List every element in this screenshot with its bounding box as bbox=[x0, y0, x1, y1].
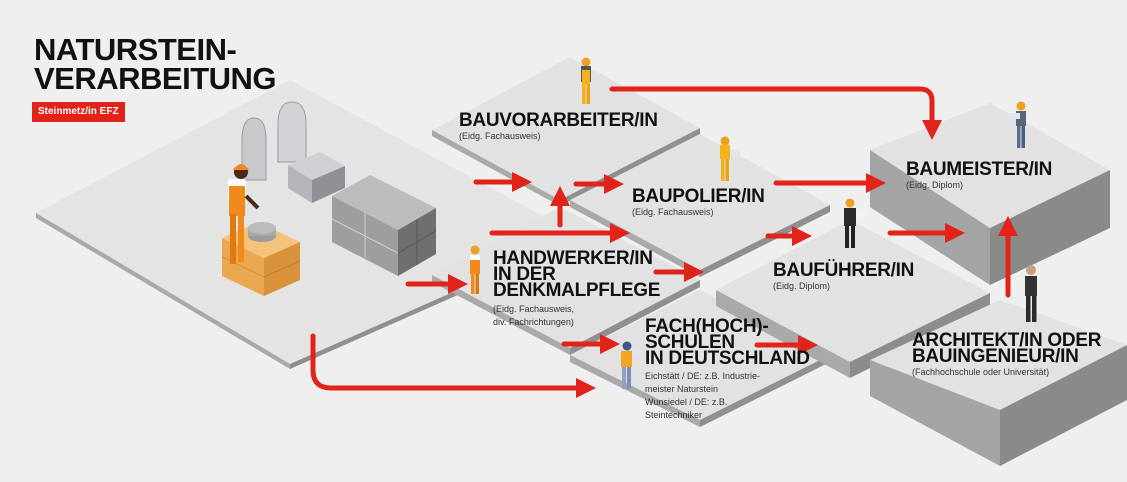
node-baufuehrer: BAUFÜHRER/IN (Eidg. Diplom) bbox=[773, 260, 915, 292]
node-subtitle-line: div. Fachrichtungen) bbox=[493, 317, 574, 327]
node-subtitle: (Eidg. Fachausweis) bbox=[459, 131, 541, 141]
node-subtitle-line: Wunsiedel / DE: z.B. bbox=[645, 397, 728, 407]
arrow-right-icon bbox=[310, 333, 596, 398]
node-title: BAUPOLIER/IN bbox=[632, 186, 765, 207]
title-line-2: VERARBEITUNG bbox=[34, 61, 277, 96]
node-baupolier: BAUPOLIER/IN (Eidg. Fachausweis) bbox=[632, 186, 765, 218]
person-icon-architekt bbox=[1025, 265, 1037, 322]
person-icon-baupolier bbox=[720, 136, 740, 181]
node-subtitle: (Eidg. Fachausweis) bbox=[632, 207, 714, 217]
node-title-line: SCHULEN bbox=[645, 332, 735, 353]
node-title-line: IN DEUTSCHLAND bbox=[645, 348, 810, 369]
node-title-line: FACH(HOCH)- bbox=[645, 316, 769, 337]
platform-baupolier bbox=[570, 134, 830, 277]
title-line-1: NATURSTEIN- bbox=[34, 32, 237, 67]
person-icon-baufuehrer bbox=[844, 198, 866, 248]
node-subtitle-line: Steintechniker bbox=[645, 410, 703, 420]
node-subtitle-line: Eichstätt / DE: z.B. Industrie- bbox=[645, 371, 761, 381]
node-subtitle-line: (Eidg. Fachausweis, bbox=[493, 304, 575, 314]
node-baumeister: BAUMEISTER/IN (Eidg. Diplom) bbox=[906, 159, 1052, 191]
node-subtitle: (Eidg. Diplom) bbox=[906, 180, 964, 190]
node-subtitle: (Fachhochschule oder Universität) bbox=[912, 367, 1050, 377]
node-subtitle-line: meister Naturstein bbox=[645, 384, 719, 394]
node-title-line: BAUINGENIEUR/IN bbox=[912, 346, 1079, 367]
node-title: BAUVORARBEITER/IN bbox=[459, 110, 658, 131]
arrows bbox=[310, 86, 1018, 398]
node-architekt: ARCHITEKT/IN ODER BAUINGENIEUR/IN (Fachh… bbox=[912, 330, 1102, 378]
page-title: NATURSTEIN- VERARBEITUNG bbox=[34, 32, 277, 96]
gravestone-icon bbox=[241, 101, 345, 203]
node-title-line: DENKMALPFLEGE bbox=[493, 280, 661, 301]
platform-architekt bbox=[870, 300, 1127, 466]
node-title-line: HANDWERKER/IN bbox=[493, 248, 653, 269]
node-handwerker: HANDWERKER/IN IN DER DENKMALPFLEGE (Eidg… bbox=[493, 248, 661, 329]
platform-naturstein bbox=[36, 80, 580, 369]
node-bauvorarbeiter: BAUVORARBEITER/IN (Eidg. Fachausweis) bbox=[459, 110, 658, 142]
stonemason-worker-icon bbox=[228, 164, 260, 264]
person-icon-fachhochschulen bbox=[621, 341, 640, 389]
person-icon-handwerker bbox=[470, 245, 480, 294]
node-title-line: ARCHITEKT/IN ODER bbox=[912, 330, 1102, 351]
node-title: BAUFÜHRER/IN bbox=[773, 260, 915, 281]
node-title-line: IN DER bbox=[493, 264, 556, 285]
node-title: BAUMEISTER/IN bbox=[906, 159, 1052, 180]
node-fachhochschulen: FACH(HOCH)- SCHULEN IN DEUTSCHLAND Eichs… bbox=[645, 316, 810, 422]
stone-blocks-icon bbox=[331, 175, 437, 276]
arrow-right-icon bbox=[609, 86, 942, 140]
node-subtitle: (Eidg. Diplom) bbox=[773, 281, 831, 291]
badge-steinmetz: Steinmetz/in EFZ bbox=[32, 102, 125, 122]
person-icon-bauvorarbeiter bbox=[581, 57, 591, 104]
person-icon-baumeister bbox=[1008, 101, 1026, 148]
